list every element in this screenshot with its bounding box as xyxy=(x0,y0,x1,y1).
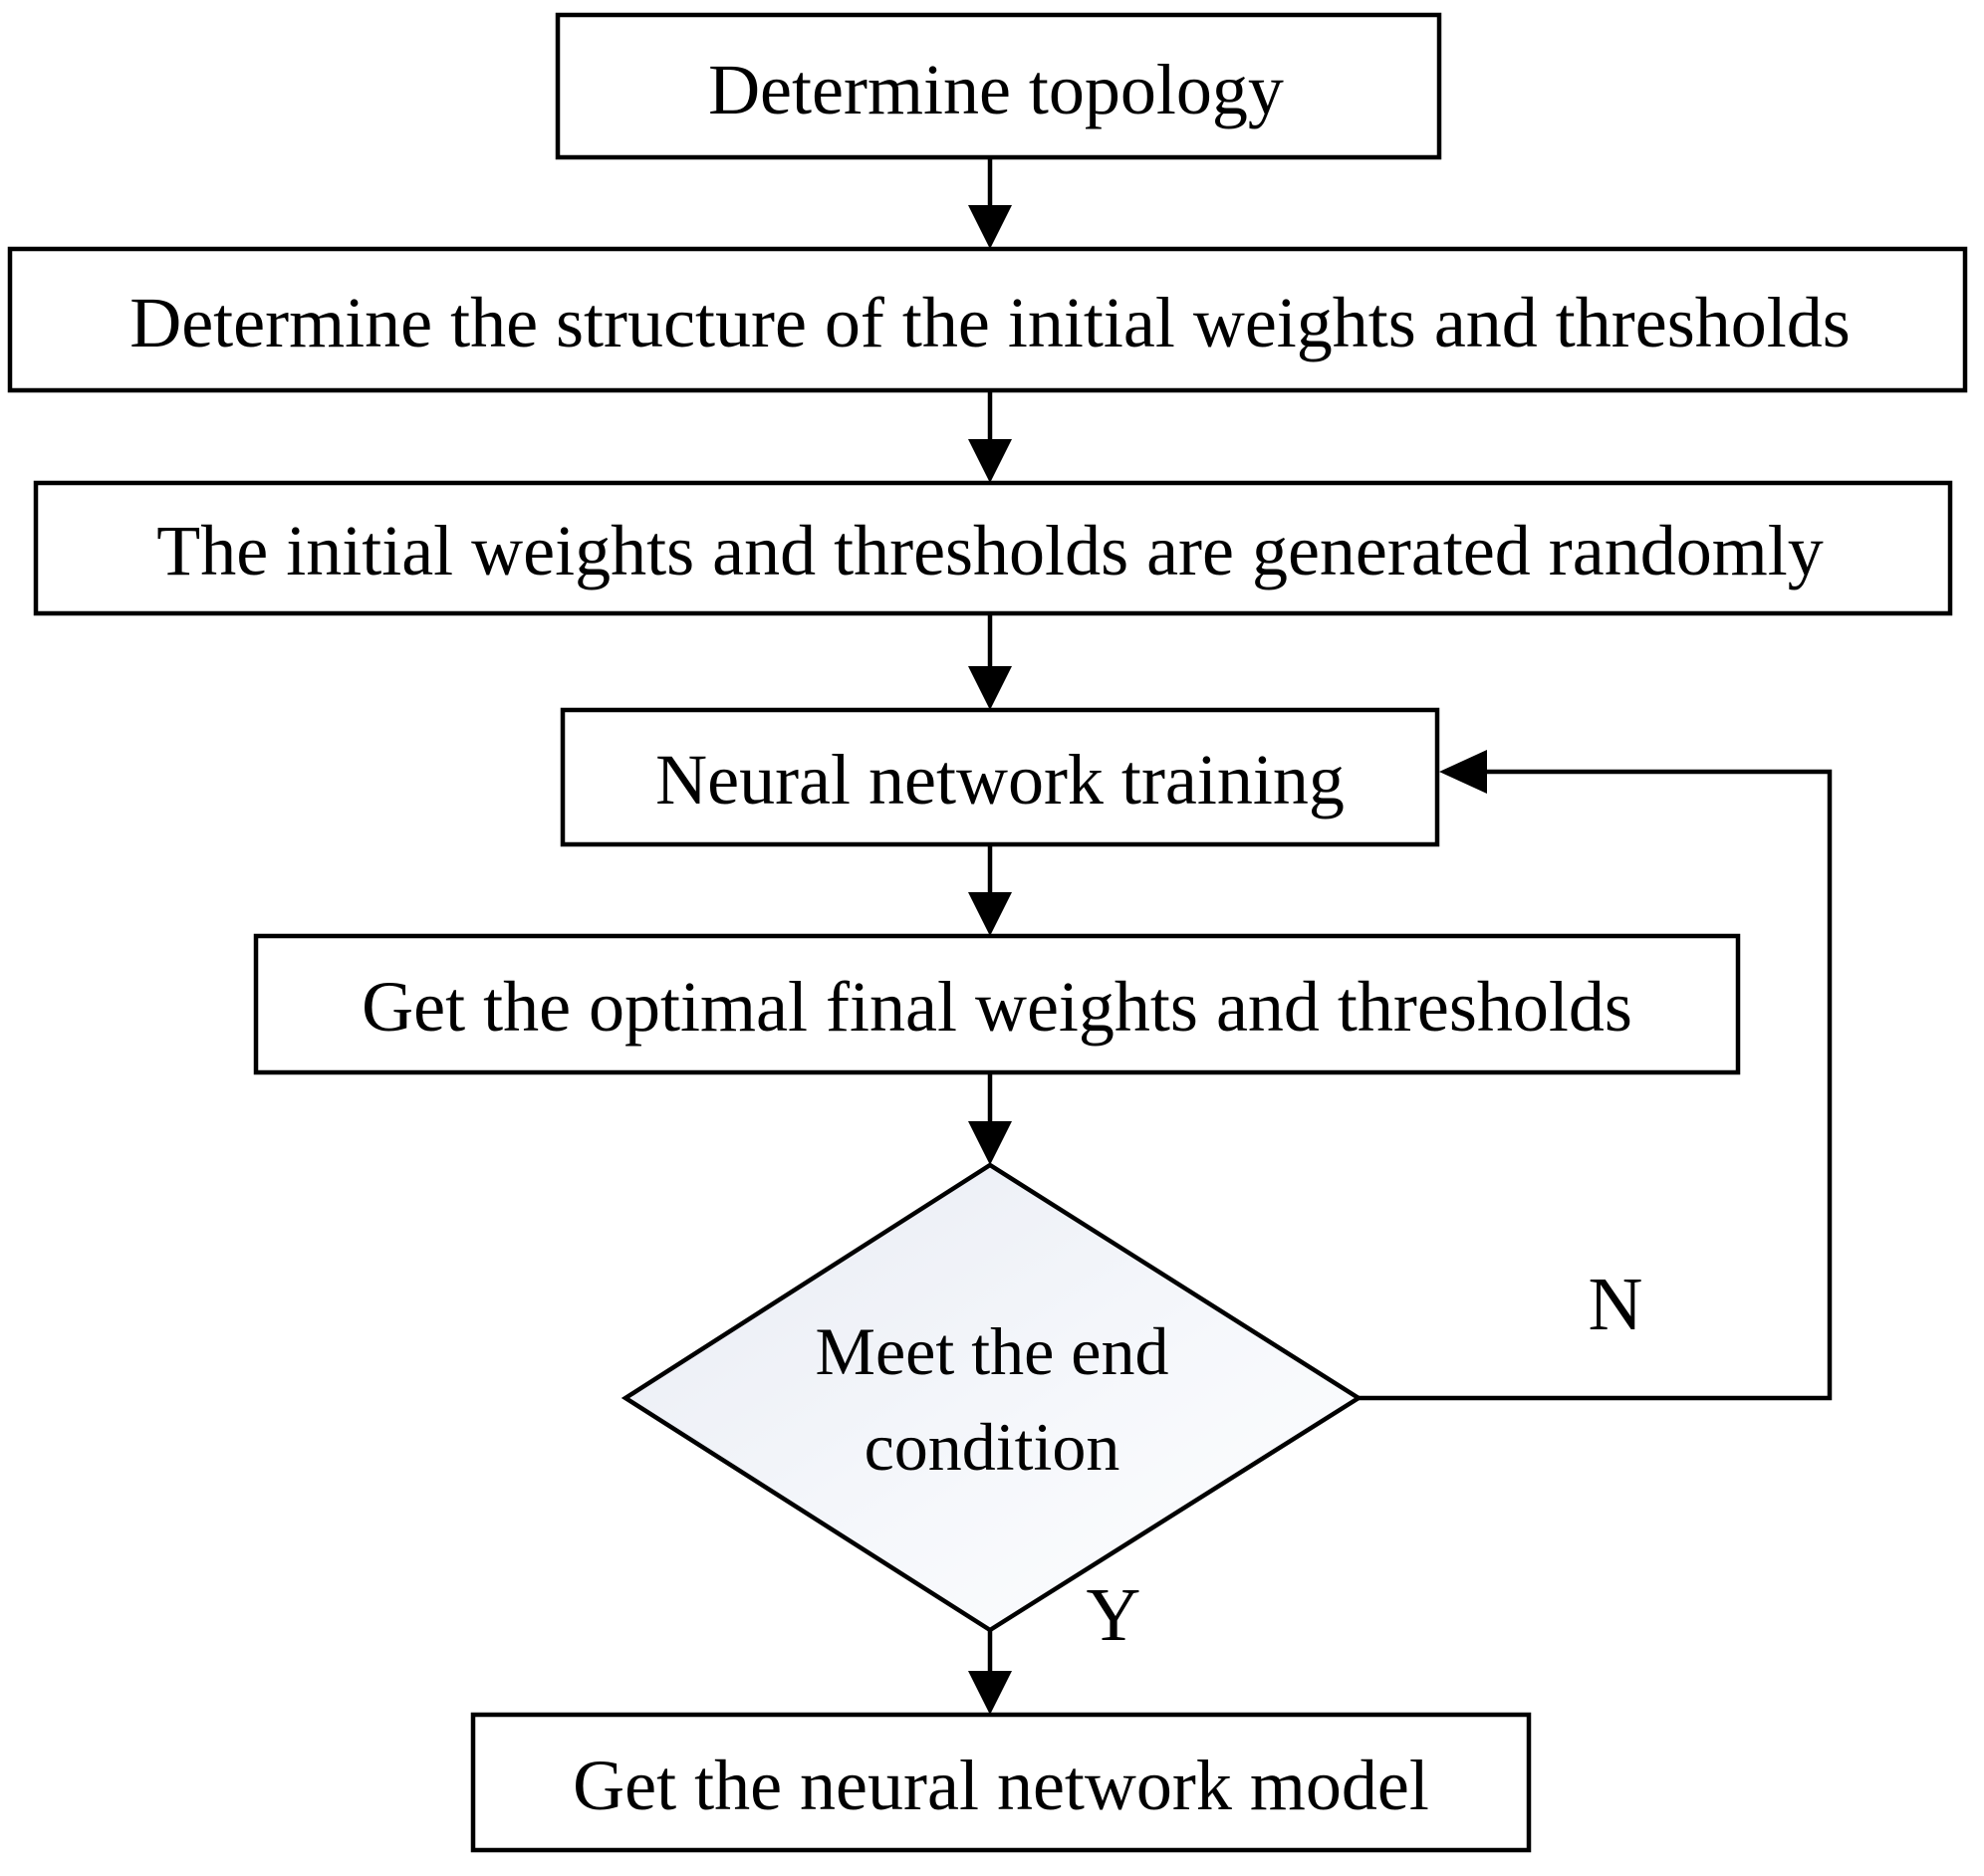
nn-training-label: Neural network training xyxy=(655,740,1345,820)
arrow-random-to-training xyxy=(968,613,1012,710)
feedback-path xyxy=(1359,769,1833,1401)
branch-label-no: N xyxy=(1589,1263,1643,1346)
node-nn-training: Neural network training xyxy=(560,707,1440,847)
branch-label-yes: Y xyxy=(1087,1573,1141,1657)
arrow-2-head xyxy=(968,439,1012,483)
arrow-structure-to-random xyxy=(968,390,1012,483)
optimal-weights-label: Get the optimal final weights and thresh… xyxy=(362,967,1632,1047)
structure-weights-label: Determine the structure of the initial w… xyxy=(129,283,1851,362)
determine-topology-label: Determine topology xyxy=(708,50,1284,129)
feedback-loop-no-path: N xyxy=(1359,750,1833,1401)
determine-topology-box xyxy=(555,12,1442,160)
arrow-topology-to-structure xyxy=(968,157,1012,249)
node-determine-topology: Determine topology xyxy=(555,12,1442,160)
arrow-1-head xyxy=(968,205,1012,249)
random-init-box xyxy=(33,480,1953,616)
feedback-arrowhead xyxy=(1439,750,1487,794)
arrow-training-to-optimal xyxy=(968,844,1012,936)
arrow-5-head xyxy=(968,1121,1012,1165)
node-random-init: The initial weights and thresholds are g… xyxy=(33,480,1953,616)
structure-weights-box xyxy=(7,246,1968,393)
nn-model-box xyxy=(470,1712,1532,1853)
node-end-condition: Meet the end condition xyxy=(620,1162,1364,1633)
node-optimal-weights: Get the optimal final weights and thresh… xyxy=(253,933,1741,1075)
arrow-decision-to-model: Y xyxy=(968,1573,1140,1715)
arrow-6-head xyxy=(968,1671,1012,1715)
arrow-optimal-to-decision xyxy=(968,1072,1012,1165)
node-structure-weights: Determine the structure of the initial w… xyxy=(7,246,1968,393)
arrow-3-head xyxy=(968,666,1012,710)
nn-model-label: Get the neural network model xyxy=(573,1746,1429,1825)
node-nn-model: Get the neural network model xyxy=(470,1712,1532,1853)
end-condition-diamond xyxy=(620,1162,1364,1633)
optimal-weights-box xyxy=(253,933,1741,1075)
end-condition-label-line2: condition xyxy=(865,1409,1120,1485)
arrow-4-head xyxy=(968,892,1012,936)
nn-training-box xyxy=(560,707,1440,847)
random-init-label: The initial weights and thresholds are g… xyxy=(156,511,1823,590)
end-condition-label-line1: Meet the end xyxy=(816,1313,1169,1389)
